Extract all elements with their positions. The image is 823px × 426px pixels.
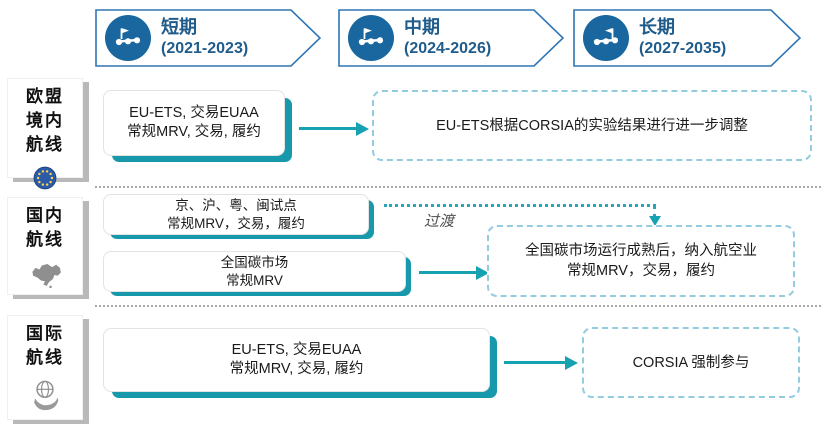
domestic-future-box: 全国碳市场运行成熟后，纳入航空业 常规MRV，交易，履约: [487, 225, 795, 297]
chevron-shape: [573, 9, 801, 67]
box-line: EU-ETS, 交易EUAA: [129, 105, 259, 121]
arrow-down-icon: [648, 216, 661, 226]
milestone-icon: [583, 15, 629, 61]
arrowhead: [565, 356, 578, 370]
phase-text: 长期 (2027-2035): [639, 16, 726, 60]
box-line: EU-ETS, 交易EUAA: [231, 342, 362, 358]
pilot-markets-box: 京、沪、粤、闽试点 常规MRV，交易，履约: [103, 194, 369, 235]
eu-current-box: EU-ETS, 交易EUAA 常规MRV, 交易, 履约: [103, 90, 285, 156]
arrow-right-icon: [504, 356, 578, 370]
phase-banner-long-term: 长期 (2027-2035): [573, 9, 801, 67]
phase-label: 短期: [161, 17, 197, 37]
transition-dotted-line: [384, 204, 656, 207]
phase-range: (2024-2026): [404, 40, 492, 57]
row-separator: [95, 305, 821, 307]
row-label-line: 航线: [26, 230, 64, 249]
row-label-line: 国际: [26, 324, 64, 343]
row-label-line: 国内: [26, 206, 64, 225]
arrow-right-icon: [419, 266, 489, 280]
transition-label: 过渡: [424, 213, 455, 230]
arrowhead: [356, 122, 369, 136]
arrow-right-icon: [299, 122, 369, 136]
chevron-shape: [338, 9, 564, 67]
milestone-icon: [348, 15, 394, 61]
box-line: EU-ETS根据CORSIA的实验结果进行进一步调整: [436, 117, 748, 134]
row-label-line: 欧盟: [26, 87, 64, 106]
eu-flag-icon: [8, 165, 82, 196]
row-label-eu-routes: 欧盟 境内 航线: [7, 78, 83, 190]
box-line: 全国碳市场运行成熟后，纳入航空业: [525, 243, 757, 259]
arrowhead: [476, 266, 489, 280]
box-line: 常规MRV，交易，履约: [167, 215, 305, 231]
globe-hand-icon: [8, 378, 82, 419]
phase-banner-short-term: 短期 (2021-2023): [95, 9, 321, 67]
row-label-line: 航线: [26, 135, 64, 154]
eu-future-box: EU-ETS根据CORSIA的实验结果进行进一步调整: [372, 90, 812, 161]
phase-text: 短期 (2021-2023): [161, 16, 248, 60]
box-line: 常规MRV, 交易, 履约: [229, 361, 364, 377]
row-label-international-routes: 国际 航线: [7, 315, 83, 420]
china-map-icon: [8, 260, 82, 295]
row-label-line: 航线: [26, 348, 64, 367]
box-line: 常规MRV, 交易, 履约: [127, 124, 261, 140]
box-line: 常规MRV: [226, 272, 283, 288]
phase-range: (2021-2023): [161, 40, 249, 57]
phase-banner-mid-term: 中期 (2024-2026): [338, 9, 564, 67]
box-line: 京、沪、粤、闽试点: [175, 197, 297, 213]
row-label-line: 境内: [26, 111, 64, 130]
box-line: CORSIA 强制参与: [632, 354, 750, 371]
chevron-shape: [95, 9, 321, 67]
international-current-box: EU-ETS, 交易EUAA 常规MRV, 交易, 履约: [103, 328, 490, 392]
row-label-domestic-routes: 国内 航线: [7, 197, 83, 295]
box-line: 常规MRV，交易，履约: [567, 263, 715, 279]
transition-dotted-line-vertical: [653, 206, 656, 217]
phase-label: 长期: [639, 17, 675, 37]
national-market-box: 全国碳市场 常规MRV: [103, 251, 406, 292]
box-line: 全国碳市场: [220, 254, 289, 270]
phase-label: 中期: [404, 17, 440, 37]
phase-range: (2027-2035): [639, 40, 727, 57]
milestone-icon: [105, 15, 151, 61]
international-future-box: CORSIA 强制参与: [582, 327, 800, 398]
phase-text: 中期 (2024-2026): [404, 16, 491, 60]
row-separator: [95, 186, 821, 188]
